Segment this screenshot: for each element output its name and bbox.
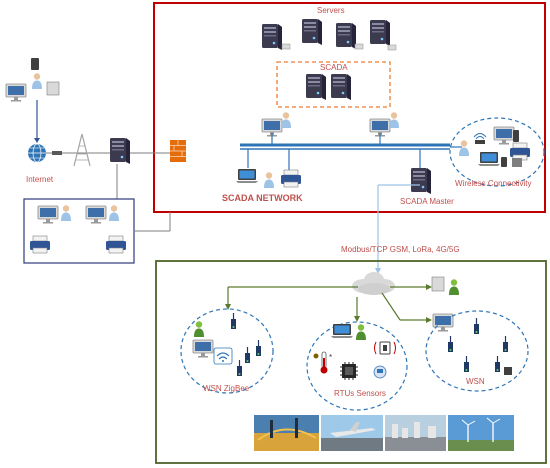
scada-network-frame (153, 2, 546, 213)
tablet-icon (501, 157, 507, 167)
user-icon (264, 172, 274, 188)
chip-icon (340, 362, 358, 380)
radio-tower-icon (374, 341, 396, 355)
user-icon (61, 205, 71, 221)
user-icon (32, 73, 42, 89)
remote-user-station (5, 58, 60, 102)
scada-server-cluster (276, 61, 391, 108)
rtus-sensors-label: RTUs Sensors (334, 389, 386, 398)
scada-master-uplink (375, 184, 420, 274)
server-icon (262, 24, 282, 50)
scada-network-label: SCADA NETWORK (222, 193, 303, 203)
server-icon (336, 23, 356, 49)
photo-strip (254, 415, 514, 451)
scada-master-label: SCADA Master (400, 197, 454, 206)
wsn-zigbee-label: WSN ZigBee (203, 384, 250, 393)
servers-label: Servers (317, 6, 345, 15)
cloud-icon (352, 272, 395, 295)
workstation-icon (432, 313, 454, 332)
workstation-icon (37, 205, 59, 224)
scada-cluster-label: SCADA (320, 63, 348, 72)
workstation-icon (5, 83, 27, 102)
wsn-zigbee-zone (180, 308, 274, 394)
scada-bus (240, 133, 462, 170)
user-icon (194, 321, 204, 337)
rtus-sensors-zone: * (306, 321, 408, 411)
workstation-icon (493, 126, 515, 145)
server-icon (302, 19, 322, 45)
gateway-server-icon (110, 138, 130, 164)
sensor-node-icon (504, 367, 512, 375)
user-icon (356, 324, 366, 340)
refinery-photo (385, 415, 446, 451)
mobile-phone-icon (31, 58, 39, 70)
server-icon (331, 74, 351, 100)
laptop-icon (478, 152, 500, 166)
sensor-node-icon (473, 317, 480, 335)
wsn-zone (425, 310, 529, 392)
user-icon (109, 205, 119, 221)
industrial-plant-photo (254, 415, 319, 451)
laptop-icon (236, 169, 258, 183)
server-icon (306, 74, 326, 100)
sensor-node-icon (230, 312, 237, 330)
scada-master-server-icon (411, 168, 431, 194)
tablet-icon (431, 276, 445, 292)
sensor-node-icon (463, 355, 470, 373)
server-icon (370, 20, 390, 46)
wind-farm-photo (448, 415, 514, 451)
printer-icon (105, 235, 127, 254)
sensor-node-icon (255, 339, 262, 357)
antenna-tower-icon (73, 133, 91, 167)
workstation-icon (85, 205, 107, 224)
user-icon (389, 112, 399, 128)
operator-workstation-right (369, 112, 399, 137)
firewall-icon (170, 140, 186, 162)
laptop-icon (331, 324, 353, 338)
sensor-node-icon (236, 359, 243, 377)
wireless-connectivity-zone (449, 117, 545, 187)
server-icon (512, 158, 522, 167)
camera-sensor-icon (373, 365, 387, 379)
printer-icon (280, 169, 302, 188)
sensor-node-icon (447, 335, 454, 353)
workstation-icon (192, 339, 214, 358)
servers-group (262, 19, 397, 51)
sensor-node-icon (244, 346, 251, 364)
user-icon (281, 112, 291, 128)
airport-photo (321, 415, 383, 451)
modem-icon (52, 151, 62, 155)
operator-workstation-left (261, 112, 291, 137)
printer-icon (509, 142, 531, 161)
svg-text:*: * (329, 353, 332, 362)
printer-icon (29, 235, 51, 254)
internet-label: Internet (26, 175, 54, 184)
tablet-icon (46, 81, 60, 96)
sensor-node-icon (502, 335, 509, 353)
sensor-node-icon (494, 355, 501, 373)
mobile-phone-icon (513, 130, 519, 142)
globe-icon (28, 143, 46, 163)
thermometer-icon: * (313, 351, 332, 374)
wsn-label: WSN (466, 377, 485, 386)
wifi-icon (213, 347, 233, 365)
user-icon (449, 279, 459, 295)
field-network-frame (155, 260, 547, 464)
wifi-router-icon (473, 133, 487, 144)
field-links (225, 284, 432, 323)
protocols-label: Modbus/TCP GSM, LoRa, 4G/5G (341, 245, 460, 254)
wireless-connectivity-label: Wireless Connectivity (455, 179, 532, 188)
user-icon (459, 140, 469, 156)
